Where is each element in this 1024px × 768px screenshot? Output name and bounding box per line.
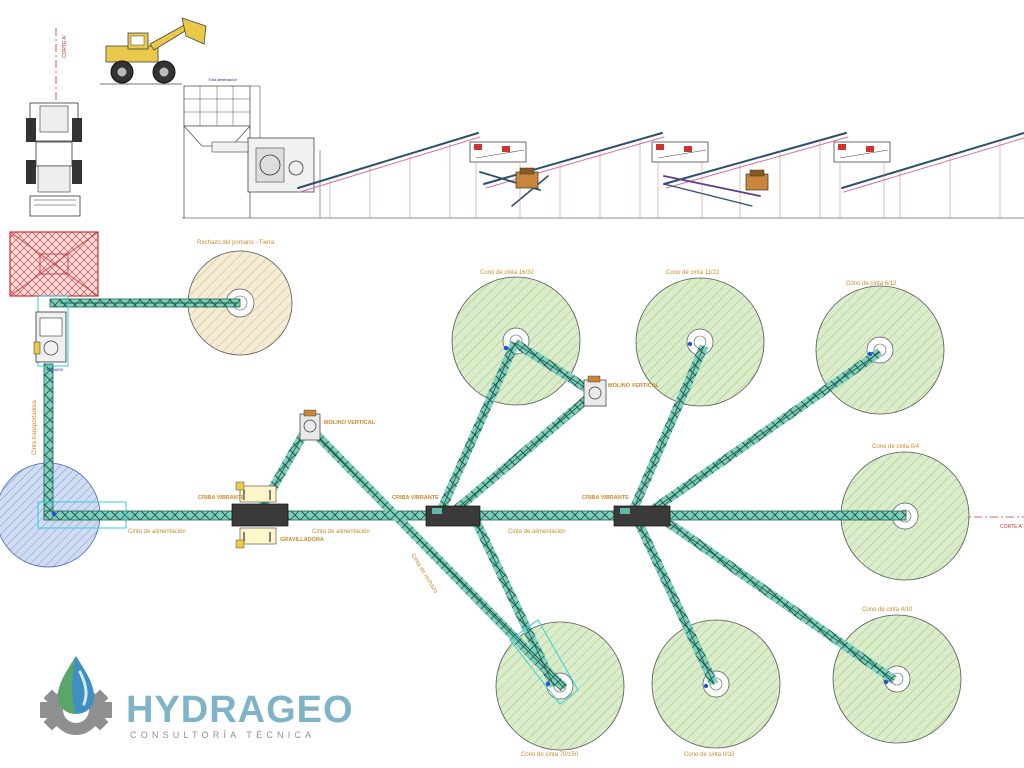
- primary-crusher-label: PRIMARIO: [46, 368, 64, 372]
- plan-highlights: [37, 295, 579, 705]
- mill-1-label: MOLINO VERTICAL: [324, 420, 376, 426]
- vertical-mill-1: MOLINO VERTICAL: [299, 409, 376, 441]
- screen-3: CRIBA VIBRANTE: [582, 495, 671, 527]
- screen-1-label: CRIBA VIBRANTE: [198, 495, 245, 501]
- gravilladora-label: GRAVILLADORA: [280, 537, 324, 543]
- stockpiles: Rechazo del primario - Tierra Cono de ci…: [0, 240, 970, 758]
- stockpile-label-rechazo: Rechazo del primario - Tierra: [197, 240, 275, 246]
- stockpile-0-32: Cono de cinta 0/32: [651, 619, 781, 758]
- stockpile-label-4-10: Cono de cinta 4/10: [862, 607, 913, 613]
- stockpile-16-32: Cono de cinta 16/32: [451, 270, 581, 406]
- stockpile-label-0-4: Cono de cinta 0/4: [872, 444, 920, 450]
- conveyor-label-alim-2: Cinta de alimentación: [312, 529, 370, 535]
- hydrageo-logo: HYDRAGEO CONSULTORÍA TÉCNICA: [40, 656, 354, 740]
- feed-hopper-plan: [9, 231, 99, 297]
- mill-2-label: MOLINO VERTICAL: [608, 383, 660, 389]
- discharge-markers: [51, 341, 889, 689]
- plan-equipment: PRIMARIO CRIBA VIBRANTE GRAVILLADORA CRI…: [33, 311, 889, 689]
- screen-1: CRIBA VIBRANTE GRAVILLADORA: [198, 481, 324, 549]
- mills-elevation: [515, 167, 769, 191]
- stockpile-rechazo: Rechazo del primario - Tierra: [187, 240, 293, 356]
- stockpile-label-11-22: Cono de cinta 11/22: [666, 270, 720, 276]
- section-label-vertical: CORTE A': [62, 35, 68, 58]
- brand-name: HYDRAGEO: [126, 689, 354, 731]
- conveyor-label-alim-3: Cinta de alimentación: [508, 529, 566, 535]
- vertical-mill-2: MOLINO VERTICAL: [583, 375, 660, 407]
- stockpile-4-10: Cono de cinta 4/10: [832, 607, 962, 744]
- wheel-loader-plan: [26, 102, 82, 217]
- water-drop-icon: [58, 656, 94, 714]
- conveyor-label-alim-1: Cinta de alimentación: [128, 529, 186, 535]
- stockpile-11-22: Cono de cinta 11/22: [635, 270, 765, 407]
- stockpile-label-0-32: Cono de cinta 0/32: [684, 752, 735, 758]
- screen-2-label: CRIBA VIBRANTE: [392, 495, 439, 501]
- stockpile-label-6-12: Cono de cinta 6/12: [846, 281, 897, 287]
- screen-3-label: CRIBA VIBRANTE: [582, 495, 629, 501]
- wheel-loader-side: [100, 17, 207, 85]
- hopper-elevation-note: Tolva alimentacion: [208, 78, 237, 82]
- stockpile-label-16-32: Cono de cinta 16/32: [480, 270, 534, 276]
- stockpile-label-70-150: Cono de cinta 70/150: [521, 752, 579, 758]
- brand-tagline: CONSULTORÍA TÉCNICA: [130, 730, 315, 740]
- elevation-view: CORTE A' Tolva alimentacion: [55, 17, 1024, 219]
- feed-hopper-elevation: Tolva alimentacion: [183, 78, 321, 218]
- conveyor-label-transportadora: Cinta transportadora: [32, 400, 38, 455]
- primary-crusher-plan: PRIMARIO: [33, 311, 67, 372]
- elevation-conveyors: [297, 132, 1024, 219]
- screen-2: CRIBA VIBRANTE: [392, 495, 481, 527]
- screens-elevation: [469, 141, 891, 218]
- section-label-horizontal: CORTE A': [1000, 524, 1023, 530]
- plan-conveyor-edges: [257, 342, 895, 689]
- stockpile-6-12: Cono de cinta 6/12: [815, 281, 945, 415]
- conveyor-labels: Cinta transportadora Cinta de alimentaci…: [32, 400, 566, 595]
